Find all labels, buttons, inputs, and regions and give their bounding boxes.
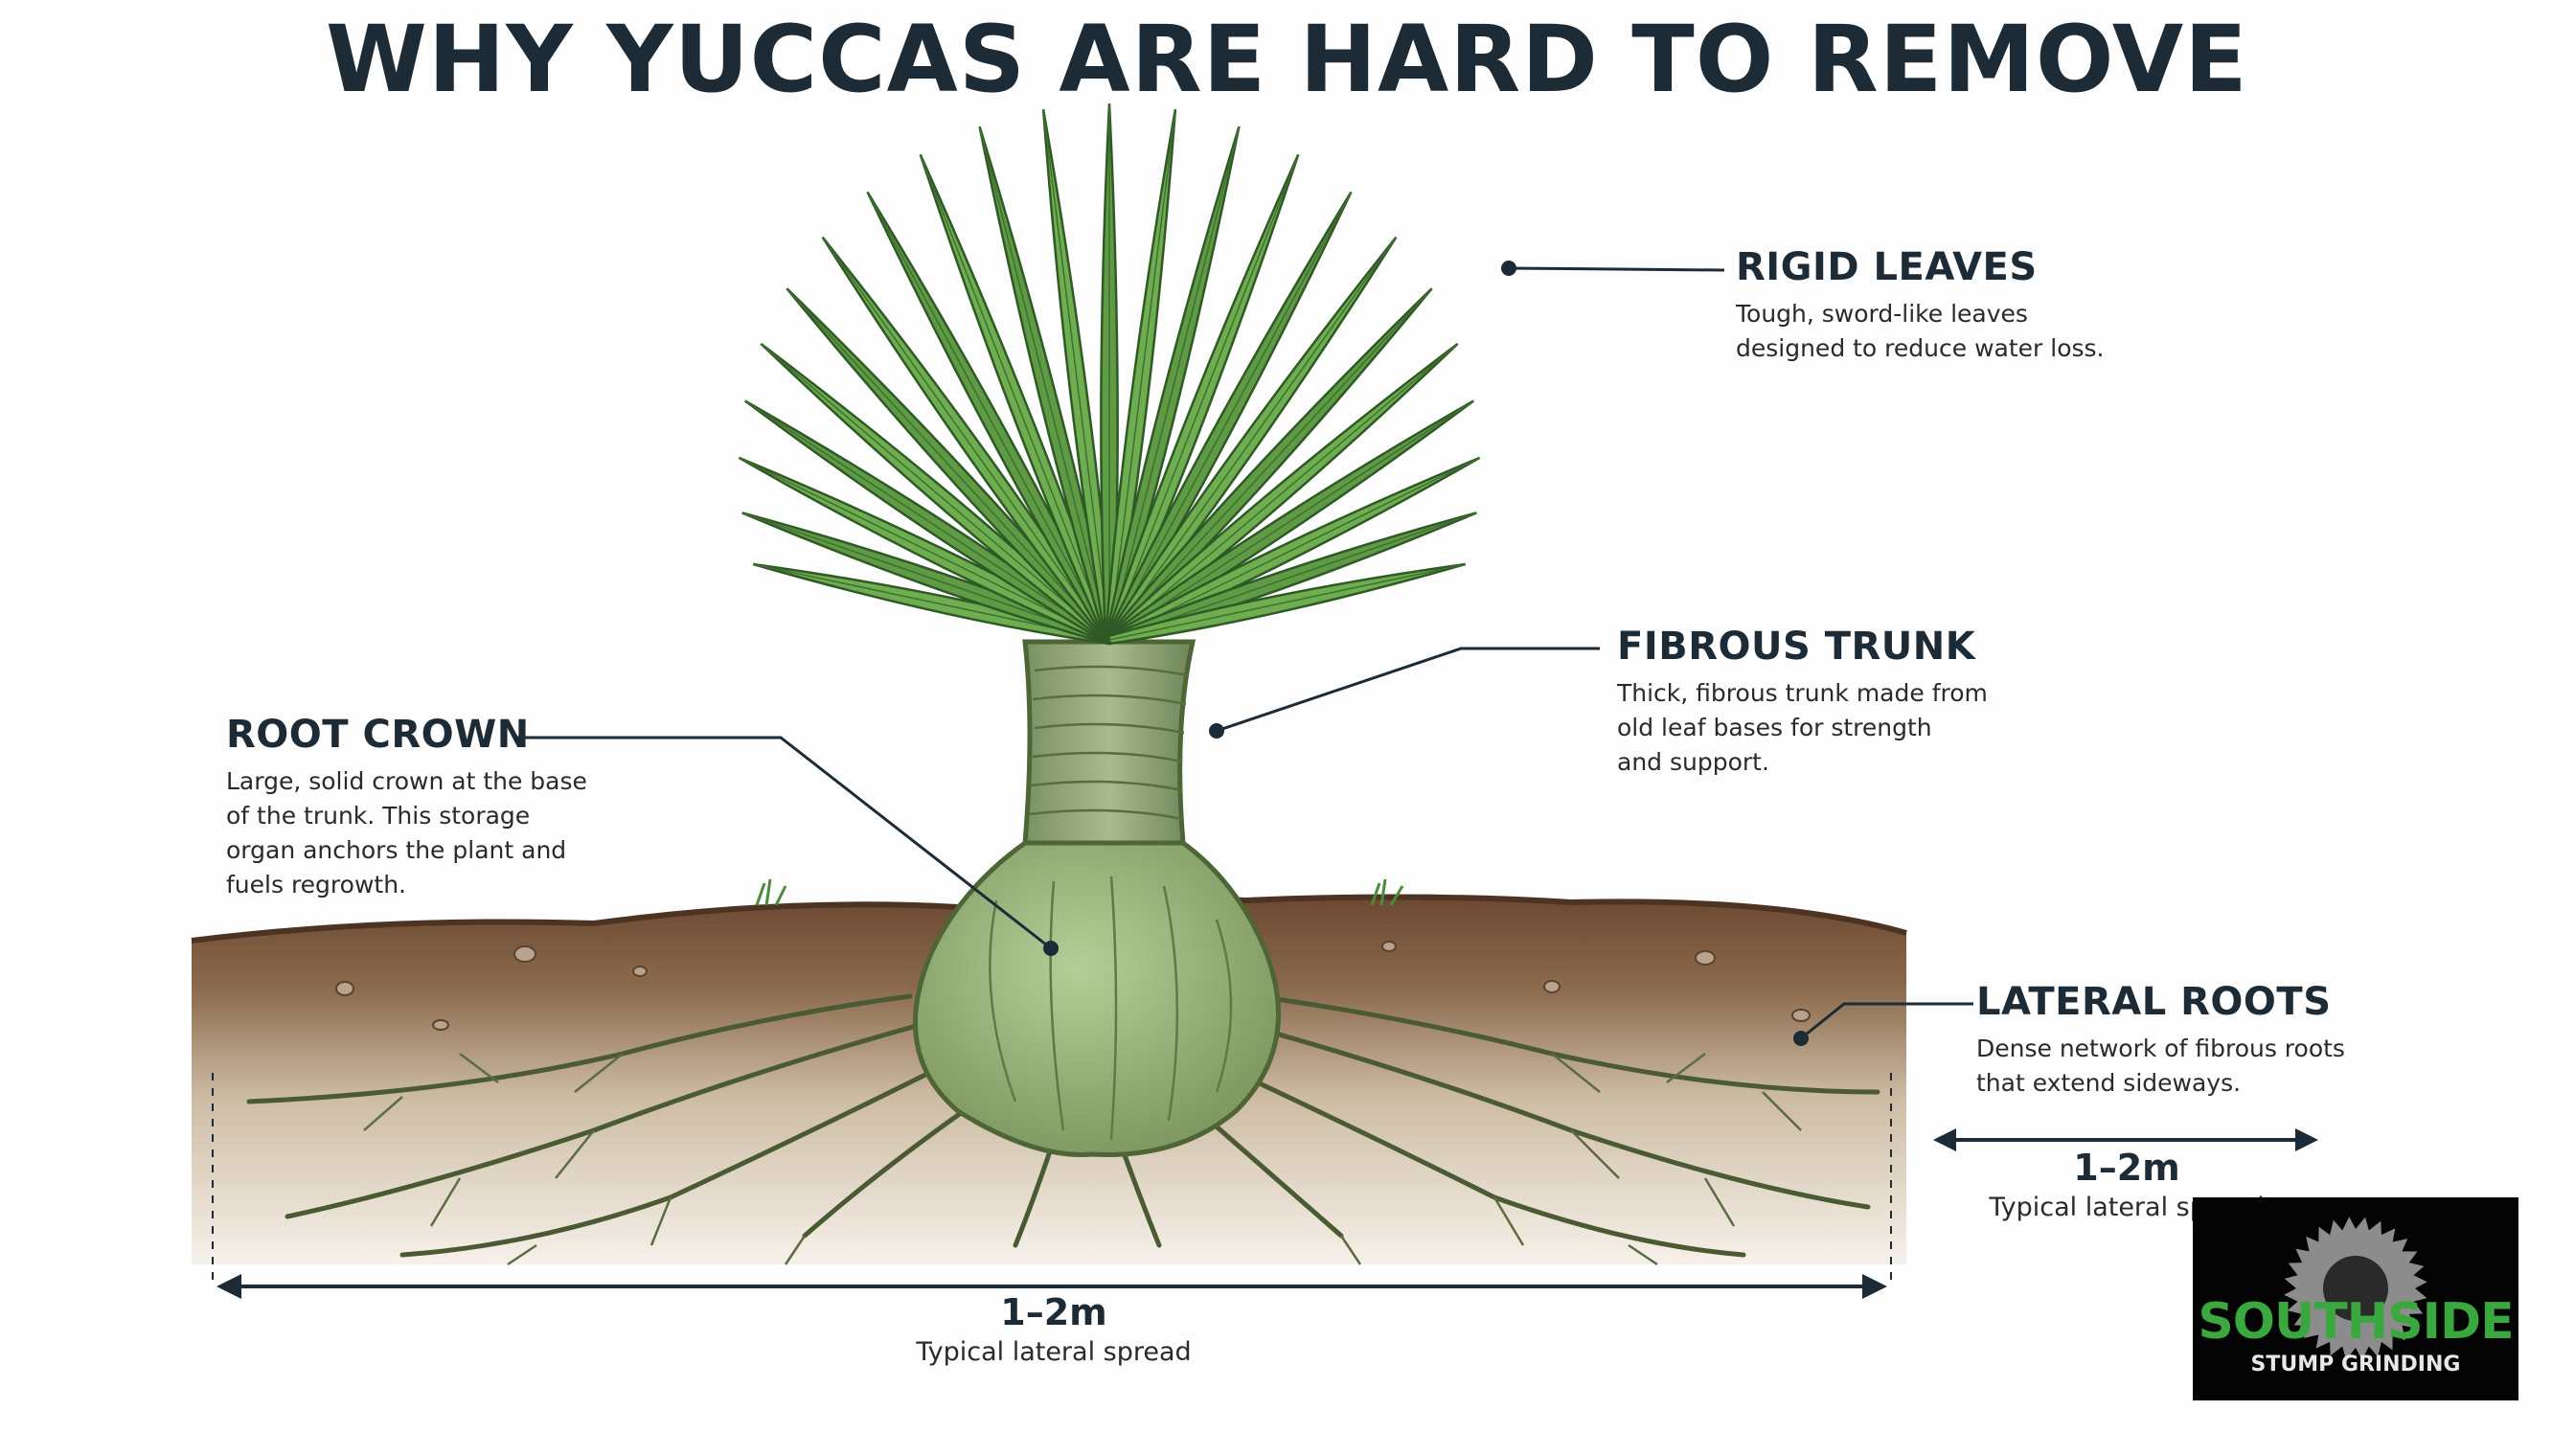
root-crown xyxy=(915,843,1278,1154)
dimension-main-caption: Typical lateral spread xyxy=(862,1337,1245,1367)
dimension-main-value: 1–2m xyxy=(862,1291,1245,1333)
southside-logo: SOUTHSIDE STUMP GRINDING xyxy=(2193,1197,2518,1400)
callout-root-crown: ROOT CROWN Large, solid crown at the bas… xyxy=(226,713,587,902)
dimension-main-label: 1–2m Typical lateral spread xyxy=(862,1291,1245,1367)
lateral-roots-heading: LATERAL ROOTS xyxy=(1976,980,2345,1024)
dimension-side-value: 1–2m xyxy=(1935,1147,2318,1189)
rigid-leaves-heading: RIGID LEAVES xyxy=(1736,245,2105,289)
leader-rigid-leaves xyxy=(1509,268,1724,270)
leader-fibrous-trunk xyxy=(1217,648,1600,731)
callout-lateral-roots: LATERAL ROOTS Dense network of fibrous r… xyxy=(1976,980,2345,1101)
callout-fibrous-trunk: FIBROUS TRUNK Thick, fibrous trunk made … xyxy=(1617,625,1988,780)
logo-name: SOUTHSIDE xyxy=(2193,1293,2518,1351)
root-crown-heading: ROOT CROWN xyxy=(226,713,587,757)
fibrous-trunk-heading: FIBROUS TRUNK xyxy=(1617,625,1988,669)
rigid-leaves xyxy=(739,103,1479,644)
logo-tagline: STUMP GRINDING xyxy=(2193,1353,2518,1376)
